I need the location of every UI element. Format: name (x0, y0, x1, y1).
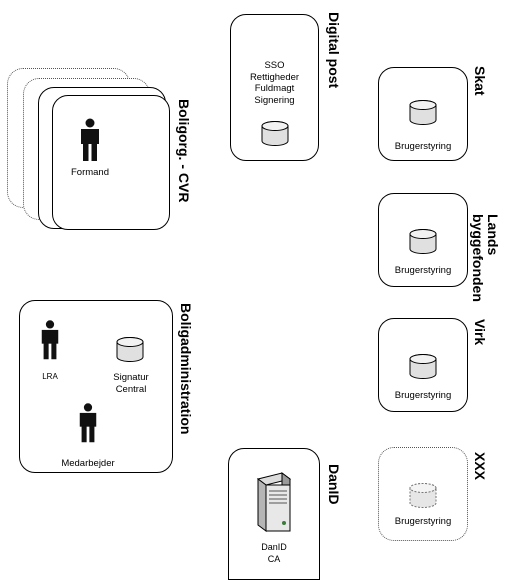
digital-post-database-icon (261, 121, 289, 146)
formand-label: Formand (70, 167, 109, 178)
landsbyggefonden-brugerstyring-label: Brugerstyring (394, 265, 452, 276)
landsbyggefonden-title: Lands byggefonden (470, 214, 501, 302)
virk-title: Virk (472, 319, 488, 346)
xxx-brugerstyring-label: Brugerstyring (394, 516, 452, 527)
boligadministration-title: Boligadministration (178, 303, 194, 435)
skat-title: Skat (472, 66, 488, 96)
signatur-central-database-icon (116, 337, 144, 362)
medarbejder-person-icon (79, 403, 97, 443)
lra-person-icon (41, 320, 59, 360)
danid-ca-label: DanID CA (261, 542, 287, 564)
xxx-title: XXX (472, 452, 488, 481)
digital-post-title: Digital post (326, 12, 342, 89)
danid-title: DanID (326, 464, 342, 505)
xxx-database-icon (409, 483, 437, 508)
formand-person-icon (81, 118, 99, 161)
signatur-central-label: Signatur Central (113, 372, 149, 395)
boligorg-title: Boligorg. - CVR (176, 99, 192, 203)
boligorg-box (52, 95, 170, 230)
boligadministration-box (19, 300, 173, 473)
server-icon (256, 472, 292, 532)
skat-database-icon (409, 100, 437, 125)
virk-brugerstyring-label: Brugerstyring (394, 390, 452, 401)
digital-post-features: SSO Rettigheder Fuldmagt Signering (249, 60, 300, 106)
skat-brugerstyring-label: Brugerstyring (394, 141, 452, 152)
lra-label: LRA (42, 372, 58, 381)
landsbyggefonden-database-icon (409, 229, 437, 254)
virk-database-icon (409, 354, 437, 379)
medarbejder-label: Medarbejder (61, 458, 115, 469)
